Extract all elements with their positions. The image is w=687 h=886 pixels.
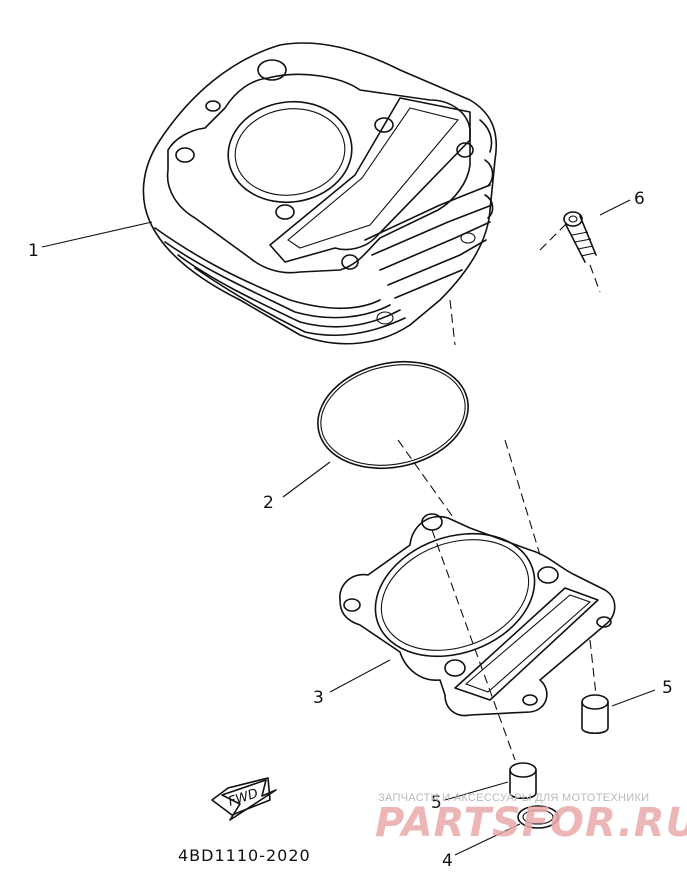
part-number: 4BD1110-2020 [178,846,311,865]
watermark-logo: PARTSFOR.RU [375,800,687,846]
fwd-arrow: FWD [211,777,277,821]
callout-1: 1 [28,241,39,261]
o-ring-small [517,805,559,829]
callout-5-right: 5 [662,678,673,698]
callout-6: 6 [634,189,645,209]
leader-lines [41,199,656,856]
cylinder-block [142,42,497,345]
o-ring-large [317,360,469,470]
watermark-tagline: ЗАПЧАСТИ И АКСЕССУАРЫ ДЛЯ МОТОТЕХНИКИ [378,792,650,804]
dowel-pin-left [509,762,537,800]
callout-2: 2 [263,493,274,513]
bolt [563,211,601,293]
alignment-lines [397,219,597,761]
callout-3: 3 [313,688,324,708]
dowel-pin-right [581,694,609,735]
callout-4: 4 [442,851,453,871]
callout-5-left: 5 [431,793,442,813]
cylinder-gasket [339,513,616,717]
